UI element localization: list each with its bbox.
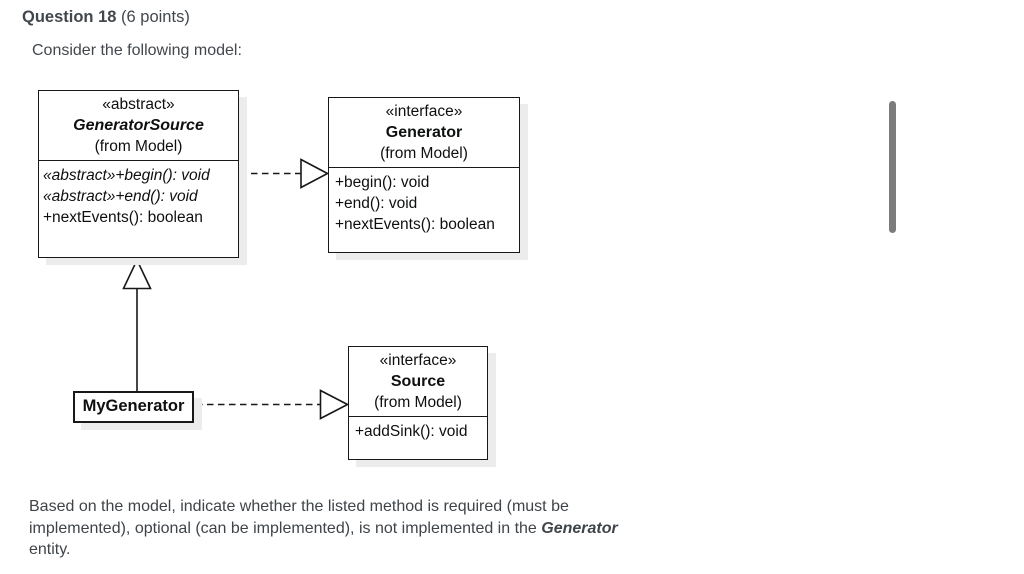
generalization-arrowhead-icon	[122, 258, 152, 290]
stereotype-label: «interface»	[385, 103, 463, 120]
prompt-line: entity.	[29, 541, 71, 558]
method-label: «abstract»+end(): void	[43, 188, 198, 205]
question-points: (6 points)	[116, 8, 190, 26]
prompt-line: Based on the model, indicate whether the…	[29, 498, 569, 515]
method-label: +begin(): void	[335, 174, 430, 191]
vertical-scrollbar-thumb[interactable]	[889, 101, 896, 233]
methods-compartment: +addSink(): void	[349, 417, 487, 442]
methods-compartment: «abstract»+begin(): void «abstract»+end(…	[39, 161, 238, 228]
class-header: «abstract» GeneratorSource (from Model)	[39, 91, 238, 161]
class-name: Source	[390, 373, 446, 390]
intro-text: Consider the following model:	[32, 42, 242, 59]
class-box-source: «interface» Source (from Model) +addSink…	[348, 346, 488, 460]
realization-arrowhead-icon	[319, 389, 350, 420]
emphasized-entity-name: Generator	[541, 519, 618, 537]
stereotype-label: «interface»	[379, 352, 457, 369]
class-box-mygenerator: MyGenerator	[73, 391, 194, 423]
question-title: Question 18 (6 points)	[22, 8, 190, 27]
class-box-generatorsource: «abstract» GeneratorSource (from Model) …	[38, 90, 239, 258]
class-box-generator: «interface» Generator (from Model) +begi…	[328, 97, 520, 253]
class-origin: (from Model)	[374, 394, 462, 411]
class-name: Generator	[385, 124, 463, 141]
prompt-line: implemented), optional (can be implement…	[29, 519, 618, 537]
realization-arrowhead-icon	[300, 158, 330, 189]
class-origin: (from Model)	[94, 138, 183, 155]
class-header: «interface» Source (from Model)	[349, 347, 487, 417]
method-label: +nextEvents(): boolean	[335, 216, 495, 233]
method-label: «abstract»+begin(): void	[43, 167, 210, 184]
question-prompt: Based on the model, indicate whether the…	[29, 496, 618, 561]
methods-compartment: +begin(): void +end(): void +nextEvents(…	[329, 168, 519, 235]
method-label: +addSink(): void	[355, 423, 468, 440]
class-origin: (from Model)	[380, 145, 468, 162]
method-label: +end(): void	[335, 195, 418, 212]
class-name: GeneratorSource	[73, 117, 204, 134]
stereotype-label: «abstract»	[102, 96, 175, 113]
question-number: Question 18	[22, 8, 117, 26]
method-label: +nextEvents(): boolean	[43, 209, 203, 226]
class-header: «interface» Generator (from Model)	[329, 98, 519, 168]
